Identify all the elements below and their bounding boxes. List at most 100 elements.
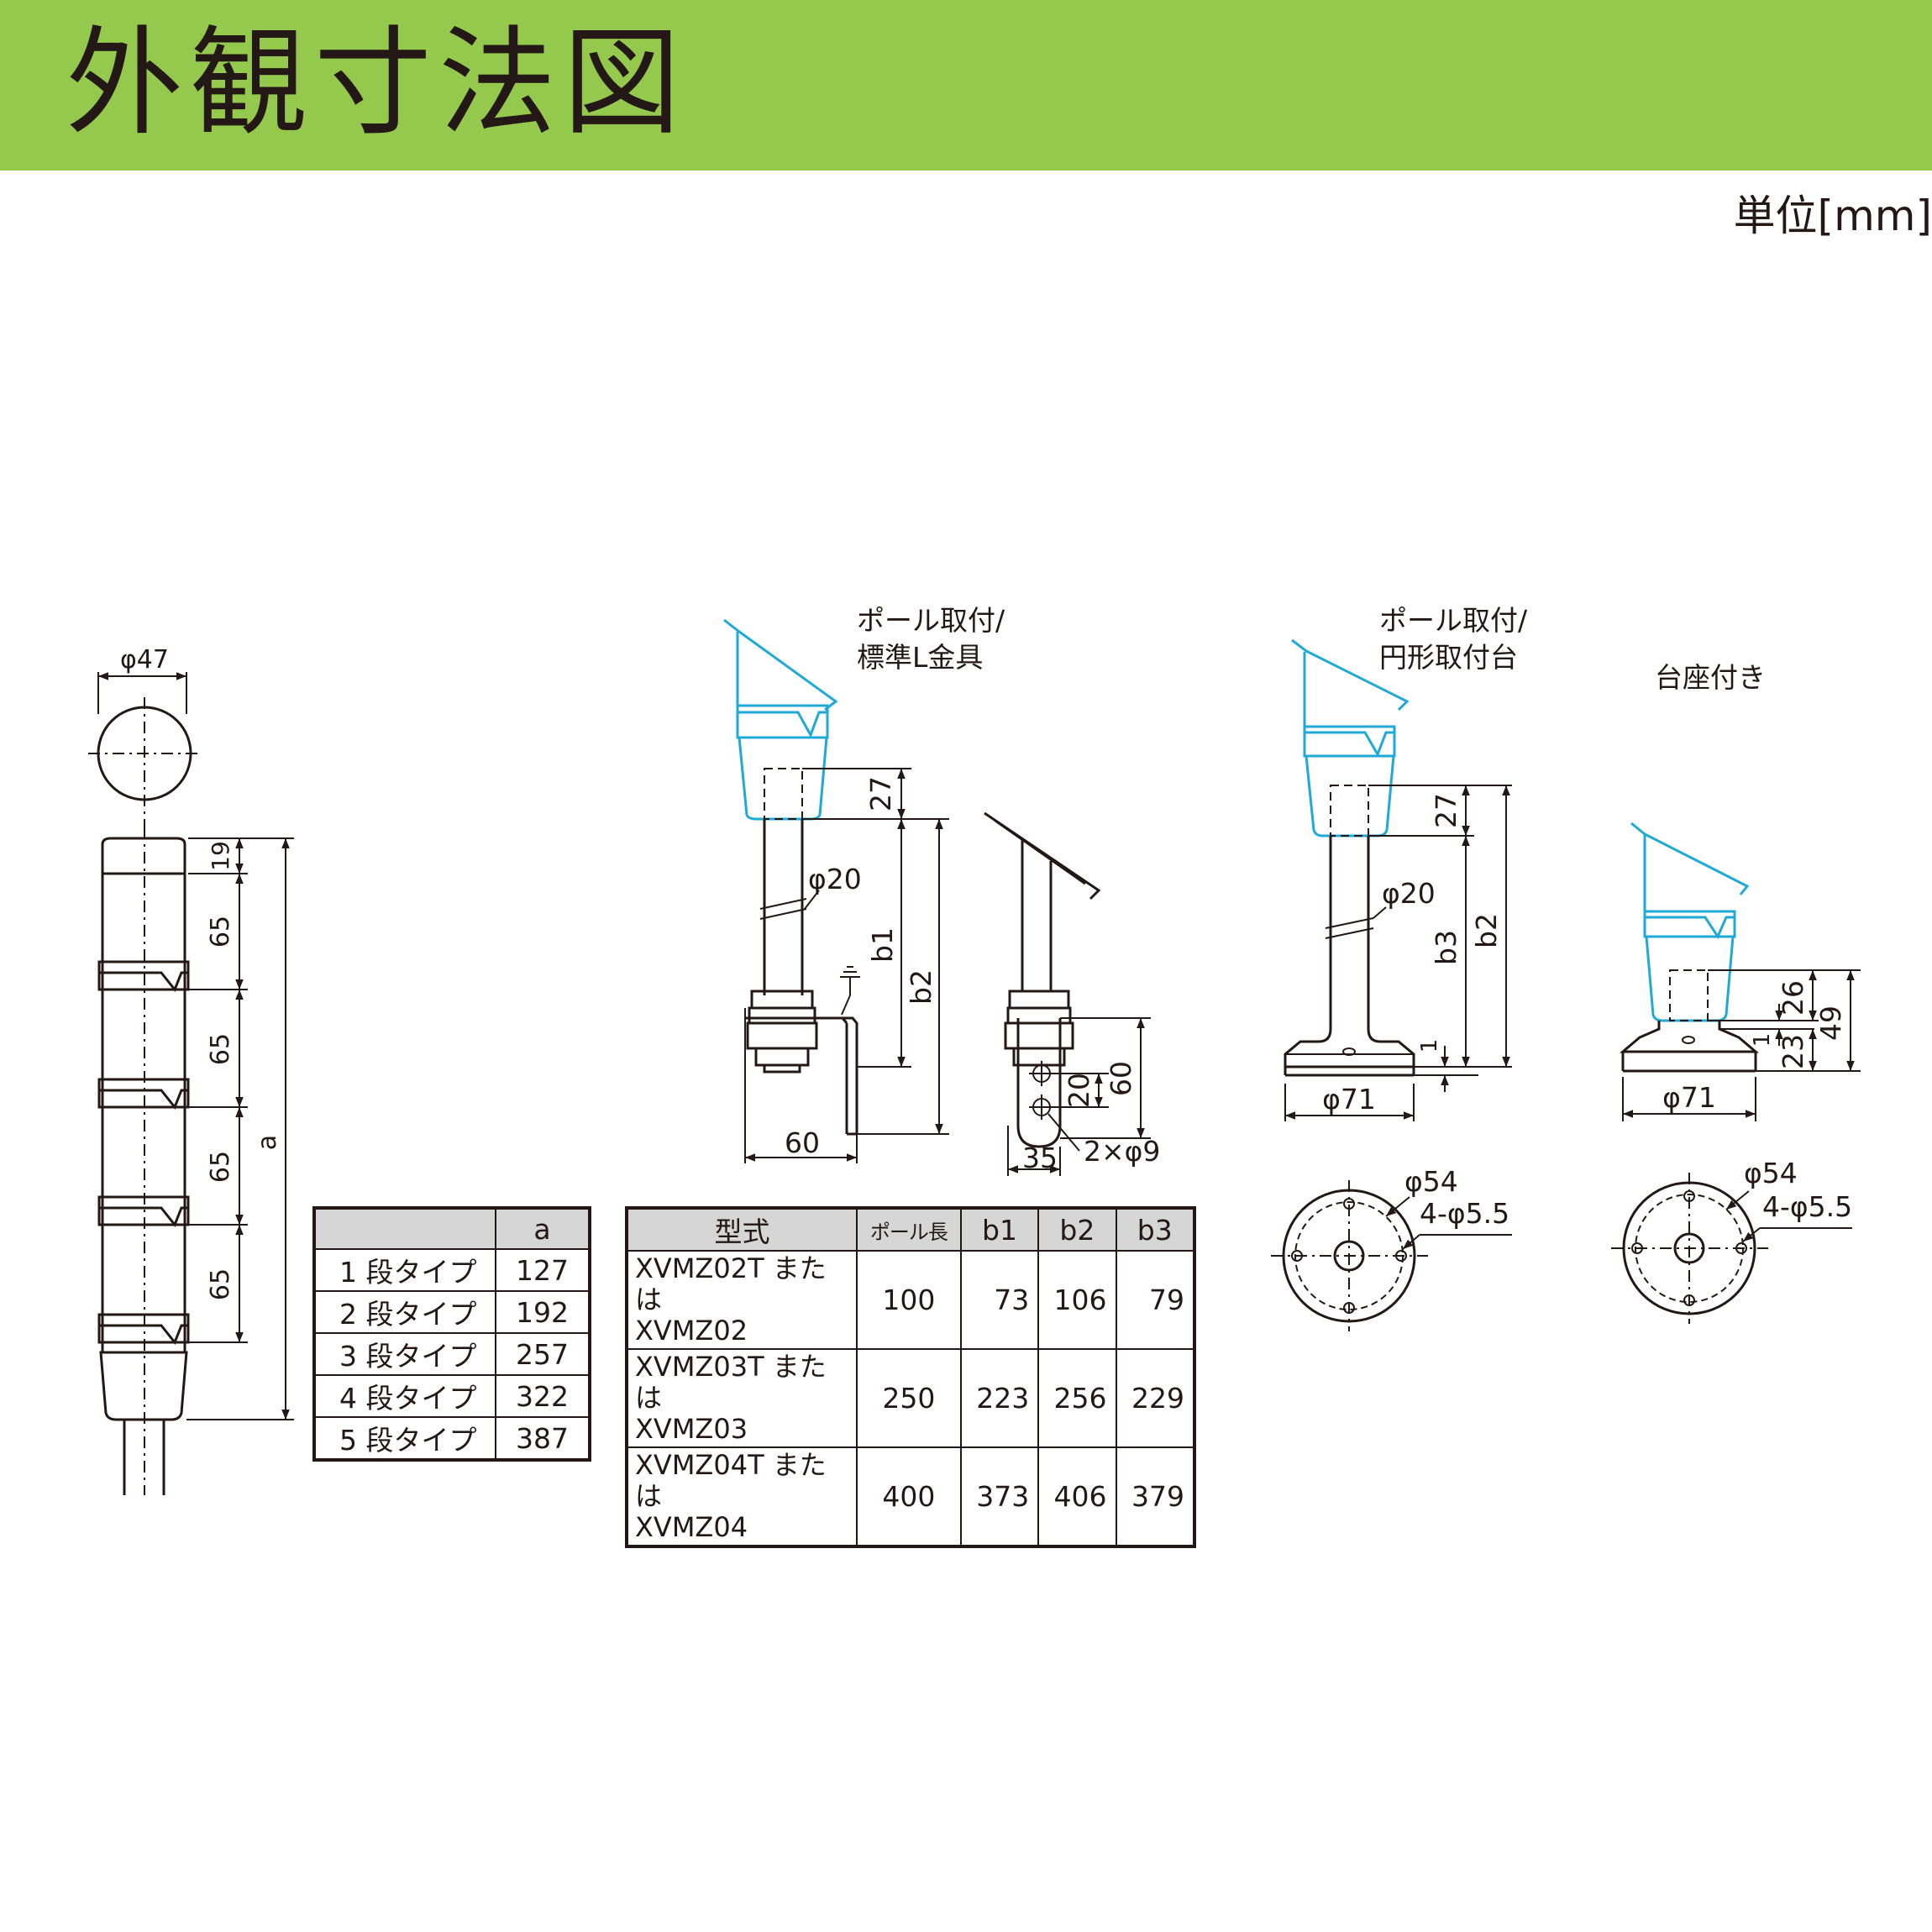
- dim-1-round: 1: [1417, 1039, 1442, 1053]
- dim-2xphi9: 2×φ9: [1084, 1135, 1160, 1168]
- dim-phi20-round: φ20: [1382, 877, 1436, 910]
- table-row: XVMZ04T または XVMZ04 400 373 406 379: [626, 1446, 1196, 1547]
- dim-19: 19: [207, 841, 234, 871]
- dim-a: a: [253, 1135, 282, 1150]
- dim-phi54-base: φ54: [1744, 1157, 1798, 1189]
- label-pole-l-line2: 標準L金具: [857, 641, 983, 674]
- table-header-cell: [313, 1207, 496, 1250]
- pole-l-bracket-front: [723, 618, 949, 1163]
- dim-65-4: 65: [206, 1268, 235, 1300]
- pole-model-table: 型式 ポール長 b1 b2 b3 XVMZ02T または XVMZ02 100 …: [625, 1206, 1196, 1548]
- table-row: 2 段タイプ 192: [313, 1290, 591, 1334]
- dim-49: 49: [1814, 1005, 1847, 1041]
- page-title: 外観寸法図: [66, 15, 688, 152]
- dim-60-side: 60: [1105, 1061, 1137, 1096]
- dim-phi47: φ47: [120, 645, 169, 675]
- dim-35: 35: [1022, 1142, 1058, 1174]
- b1-cell: 223: [959, 1348, 1040, 1448]
- base-mount-labels: 台座付き 26 23 49 1 φ71: [1655, 661, 1847, 1114]
- dim-27-round: 27: [1430, 793, 1462, 828]
- round-base-labels: ポール取付/ 円形取付台 27 φ20 b3 b2 1 φ71: [1322, 604, 1528, 1116]
- dim-27: 27: [864, 776, 897, 811]
- pole-round-base: [1284, 638, 1512, 1121]
- tier-a-cell: 192: [495, 1290, 591, 1334]
- dim-23: 23: [1777, 1034, 1809, 1069]
- l-bracket-side-labels: 20 60 35 2×φ9: [1022, 1061, 1160, 1174]
- tier-a-cell: 322: [495, 1374, 591, 1418]
- base-mount-plan-labels: φ54 4-φ5.5: [1744, 1157, 1852, 1223]
- dim-holes-base: 4-φ5.5: [1762, 1190, 1852, 1223]
- tier-type-cell: 5 段タイプ: [313, 1416, 496, 1461]
- label-pole-round-line1: ポール取付/: [1379, 604, 1528, 637]
- pole-length-cell: 250: [856, 1348, 962, 1448]
- table-row: 4 段タイプ 322: [313, 1374, 591, 1418]
- model-cell: XVMZ02T または XVMZ02: [626, 1250, 858, 1350]
- unit-label: 単位[mm]: [1733, 192, 1932, 240]
- pole-l-bracket-side: [984, 811, 1151, 1176]
- round-base-plan-labels: φ54 4-φ5.5: [1404, 1165, 1509, 1230]
- title-banner: 外観寸法図: [0, 0, 1932, 171]
- round-base-plan: [1271, 1180, 1512, 1331]
- b1-cell: 373: [959, 1446, 1040, 1547]
- tier-a-cell: 387: [495, 1416, 591, 1461]
- l-bracket-labels: ポール取付/ 標準L金具 27 φ20 b1 b2 60: [785, 604, 1005, 1159]
- table-header-cell: a: [495, 1207, 591, 1250]
- pole-length-cell: 100: [856, 1250, 962, 1350]
- dim-phi54-round: φ54: [1404, 1165, 1458, 1198]
- label-pole-round-line2: 円形取付台: [1379, 641, 1518, 674]
- table-row: XVMZ03T または XVMZ03 250 223 256 229: [626, 1348, 1196, 1448]
- model-line: XVMZ04T または: [635, 1449, 827, 1512]
- tower-dimension-labels: φ47 19 65 65 65 65 a: [120, 645, 282, 1300]
- model-line: XVMZ02T または: [635, 1252, 827, 1315]
- dim-65-3: 65: [206, 1151, 235, 1183]
- table-header-row: a: [313, 1207, 591, 1250]
- dim-phi71-round: φ71: [1322, 1083, 1376, 1116]
- dim-b2: b2: [905, 969, 937, 1005]
- tier-type-cell: 3 段タイプ: [313, 1332, 496, 1376]
- table-row: 1 段タイプ 127: [313, 1248, 591, 1292]
- table-header-cell: b1: [959, 1207, 1040, 1252]
- model-line: XVMZ02: [635, 1315, 748, 1347]
- table-header-cell: ポール長: [856, 1207, 962, 1252]
- table-header-cell: b2: [1037, 1207, 1117, 1252]
- tower-front-view: [88, 672, 294, 1495]
- b3-cell: 229: [1115, 1348, 1196, 1448]
- dim-65-1: 65: [206, 916, 235, 948]
- label-pole-l-line1: ポール取付/: [857, 604, 1005, 637]
- model-line: XVMZ03: [635, 1413, 748, 1445]
- table-row: 3 段タイプ 257: [313, 1332, 591, 1376]
- dim-1-base: 1: [1750, 1033, 1775, 1047]
- b3-cell: 379: [1115, 1446, 1196, 1547]
- table-header-cell: 型式: [626, 1207, 858, 1252]
- table-header-cell: b3: [1115, 1207, 1196, 1252]
- dim-b3: b3: [1430, 930, 1462, 965]
- dim-20: 20: [1063, 1073, 1095, 1108]
- model-line: XVMZ04: [635, 1511, 748, 1543]
- table-row: XVMZ02T または XVMZ02 100 73 106 79: [626, 1250, 1196, 1350]
- model-cell: XVMZ03T または XVMZ03: [626, 1348, 858, 1448]
- pole-length-cell: 400: [856, 1446, 962, 1547]
- dim-holes-round: 4-φ5.5: [1420, 1197, 1509, 1230]
- b1-cell: 73: [959, 1250, 1040, 1350]
- base-mount-plan: [1611, 1173, 1852, 1324]
- tier-height-table: a 1 段タイプ 127 2 段タイプ 192 3 段タイプ 257 4 段タイ…: [312, 1206, 591, 1462]
- b3-cell: 79: [1115, 1250, 1196, 1350]
- b2-cell: 106: [1037, 1250, 1117, 1350]
- table-row: 5 段タイプ 387: [313, 1416, 591, 1461]
- dim-b2-round: b2: [1470, 913, 1503, 948]
- table-header-row: 型式 ポール長 b1 b2 b3: [626, 1207, 1196, 1252]
- model-line: XVMZ03T または: [635, 1351, 827, 1414]
- dim-phi20: φ20: [808, 863, 862, 895]
- b2-cell: 406: [1037, 1446, 1117, 1547]
- dim-26: 26: [1777, 980, 1809, 1016]
- dim-phi71-base: φ71: [1662, 1081, 1716, 1114]
- tier-type-cell: 2 段タイプ: [313, 1290, 496, 1334]
- base-mount-side: [1619, 822, 1861, 1121]
- dim-65-2: 65: [206, 1033, 235, 1065]
- tier-type-cell: 4 段タイプ: [313, 1374, 496, 1418]
- tier-a-cell: 127: [495, 1248, 591, 1292]
- dim-60: 60: [785, 1126, 820, 1159]
- tier-type-cell: 1 段タイプ: [313, 1248, 496, 1292]
- tier-a-cell: 257: [495, 1332, 591, 1376]
